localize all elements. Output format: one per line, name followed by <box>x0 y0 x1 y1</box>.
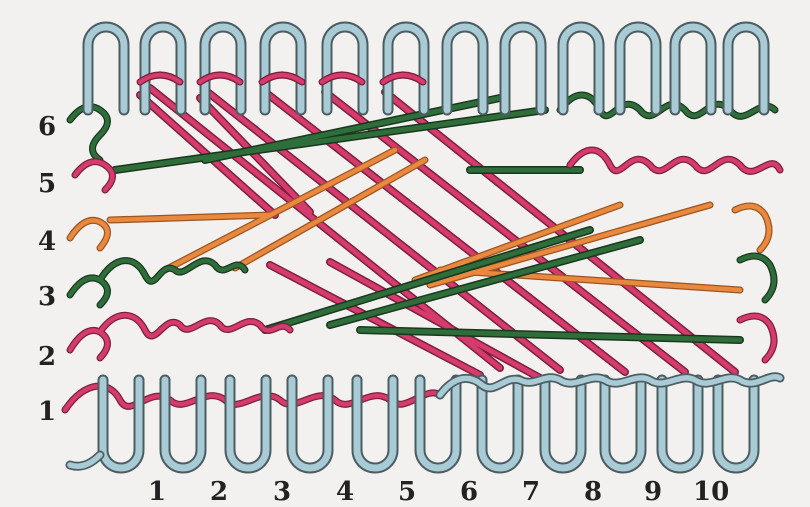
top-loops <box>88 27 764 110</box>
row-labels: 1 2 3 4 5 6 <box>38 112 56 427</box>
row-label-3: 3 <box>38 282 56 312</box>
row-label-1: 1 <box>38 397 56 427</box>
column-labels: 1 2 3 4 5 6 7 8 9 10 <box>148 477 729 507</box>
column-label-1: 1 <box>148 477 166 507</box>
column-label-6: 6 <box>460 477 478 507</box>
column-label-3: 3 <box>273 477 291 507</box>
column-label-5: 5 <box>398 477 416 507</box>
column-label-7: 7 <box>522 477 540 507</box>
row-label-2: 2 <box>38 342 56 372</box>
course-1-pink <box>65 386 440 410</box>
row-label-5: 5 <box>38 169 56 199</box>
column-label-8: 8 <box>584 477 602 507</box>
column-label-4: 4 <box>336 477 354 507</box>
column-label-10: 10 <box>693 477 729 507</box>
column-label-2: 2 <box>210 477 228 507</box>
column-label-9: 9 <box>644 477 662 507</box>
row-label-6: 6 <box>38 112 56 142</box>
row-label-4: 4 <box>38 227 56 257</box>
